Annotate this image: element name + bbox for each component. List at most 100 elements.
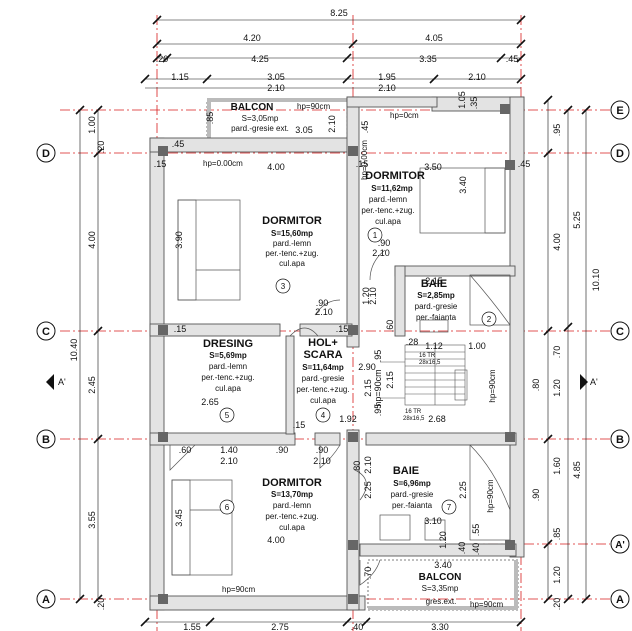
dim-right: 1.20 [552, 379, 562, 397]
dim-top: .20 [156, 54, 169, 64]
room-area: S=6,96mp [393, 479, 431, 488]
stair-label: 16 TR [419, 353, 436, 359]
room-baie-2: BAIE S=2,85mp pard.-gresie per.-faianta … [415, 278, 497, 327]
dim-bottom: .40 [351, 622, 364, 631]
room-dresing-5: DRESING S=5,69mp pard.-lemn per.-tenc.+z… [201, 338, 255, 423]
dim-bottom: 1.55 [183, 622, 201, 631]
dim-interior: 2.65 [201, 397, 219, 407]
dim-interior: 1.20 [438, 531, 448, 549]
axis-bubble-left-c: C [36, 321, 56, 341]
room-name: BAIE [421, 278, 447, 290]
dim-interior: 2.68 [428, 414, 446, 424]
hp-label: hp=90cm [297, 102, 330, 111]
room-dormitor-6: DORMITOR S=13,70mp pard.-lemn per.-tenc.… [219, 477, 322, 532]
section-mark-right: A' [590, 377, 598, 387]
axis-label: B [616, 434, 624, 446]
balcony-bottom [367, 559, 519, 611]
room-area: S=15,60mp [271, 229, 313, 238]
dim-top: 1.15 [171, 72, 189, 82]
hp-label: hp=90cm [488, 369, 497, 402]
dim-top: 1.95 [378, 72, 396, 82]
hp-label: hp=0cm [390, 111, 419, 120]
room-finish: pard.-gresie [415, 302, 458, 311]
room-baie-7: BAIE S=6,96mp pard.-gresie per.-faianta … [391, 465, 457, 515]
axis-bubble-left-d: D [36, 143, 56, 163]
room-finish: pard.-lemn [209, 362, 247, 371]
room-finish: pard.-lemn [273, 239, 311, 248]
dim-left-small: .20 [96, 141, 106, 154]
dim-right: 4.00 [552, 233, 562, 251]
dim-interior: .95 [373, 404, 383, 417]
dim-top: 2.10 [378, 83, 396, 93]
dim-interior: .40 [457, 542, 467, 555]
room-finish: per.-tenc.+zug. [265, 512, 318, 521]
room-area: S=13,70mp [271, 490, 313, 499]
room-finish: cul.apa [375, 217, 401, 226]
room-finish: pard.-gresie [391, 490, 434, 499]
dim-interior: 3.05 [295, 125, 313, 135]
axis-label: C [616, 326, 624, 338]
axis-label: D [616, 148, 624, 160]
axis-label: E [616, 105, 623, 117]
dim-top: 4.05 [425, 33, 443, 43]
dim-interior: .80 [531, 379, 541, 392]
room-finish: pard.-lemn [369, 195, 407, 204]
dim-interior: .15 [154, 159, 167, 169]
axis-label: C [42, 326, 50, 338]
dim-interior: .40 [471, 543, 481, 556]
dim-top: 3.35 [419, 54, 437, 64]
axis-label: A' [615, 540, 625, 551]
dim-interior: .15 [293, 420, 306, 430]
dim-left-outer: 10.40 [69, 339, 79, 362]
dim-interior: 3.40 [458, 176, 468, 194]
dim-right: 4.85 [572, 461, 582, 479]
dim-interior: 2.15 [385, 371, 395, 389]
dim-interior: 1.05 [457, 91, 467, 109]
room-area: S=2,85mp [417, 291, 455, 300]
axis-bubble-right-e: E [610, 100, 630, 120]
room-name: DORMITOR [262, 215, 322, 227]
dim-interior: .35 [469, 97, 479, 110]
hp-label: hp=0.00cm [360, 140, 369, 180]
dim-right-total: 10.10 [591, 269, 601, 292]
dim-interior: 2.10 [220, 456, 238, 466]
dim-interior: .60 [385, 320, 395, 333]
room-finish: pard.-gresie [302, 374, 345, 383]
dim-top: .45 [506, 54, 519, 64]
dim-bottom: 2.75 [271, 622, 289, 631]
dim-top-total: 8.25 [330, 8, 348, 18]
dim-right: .20 [552, 598, 562, 611]
room-finish: per.-faianta [416, 313, 457, 322]
room-name: DORMITOR [262, 477, 322, 489]
axis-bubble-right-d: D [610, 143, 630, 163]
balcony-area: S=3,05mp [242, 114, 279, 123]
dim-top: 4.20 [243, 33, 261, 43]
dim-interior: .15 [174, 324, 187, 334]
balcony-name: BALCON [231, 102, 274, 113]
hp-label: hp=90cm [222, 585, 255, 594]
staircase [380, 344, 468, 406]
dim-interior: .95 [373, 350, 383, 363]
dim-interior: .80 [352, 461, 362, 474]
section-marks: A' A' [46, 374, 598, 390]
room-finish: pard.-lemn [273, 501, 311, 510]
room-finish: per.-tenc.+zug. [201, 373, 254, 382]
room-finish: cul.apa [310, 396, 336, 405]
axis-bubble-right-a-prime: A' [610, 534, 630, 554]
dim-interior: .45 [518, 159, 531, 169]
dim-top: 4.25 [251, 54, 269, 64]
section-mark-left: A' [58, 377, 66, 387]
dim-interior: .90 [531, 489, 541, 502]
dim-interior: 4.00 [267, 162, 285, 172]
dim-interior: 2.10 [313, 456, 331, 466]
axis-bubble-right-b: B [610, 429, 630, 449]
dim-left: 4.00 [87, 231, 97, 249]
room-number: 4 [321, 411, 326, 420]
dim-right: 5.25 [572, 211, 582, 229]
room-finish: per.-faianta [392, 501, 433, 510]
dim-interior: .90 [378, 238, 391, 248]
dim-interior: .90 [316, 445, 329, 455]
dim-left-small: .20 [96, 598, 106, 611]
dim-bottom: 3.30 [431, 622, 449, 631]
stair-label: 28x16,5 [403, 416, 425, 422]
